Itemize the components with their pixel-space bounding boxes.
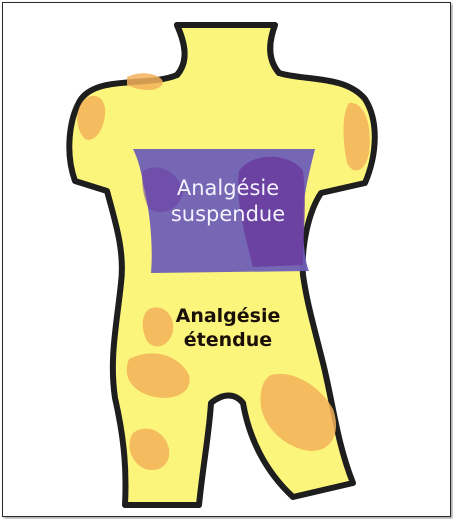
torso-figure (3, 3, 450, 516)
